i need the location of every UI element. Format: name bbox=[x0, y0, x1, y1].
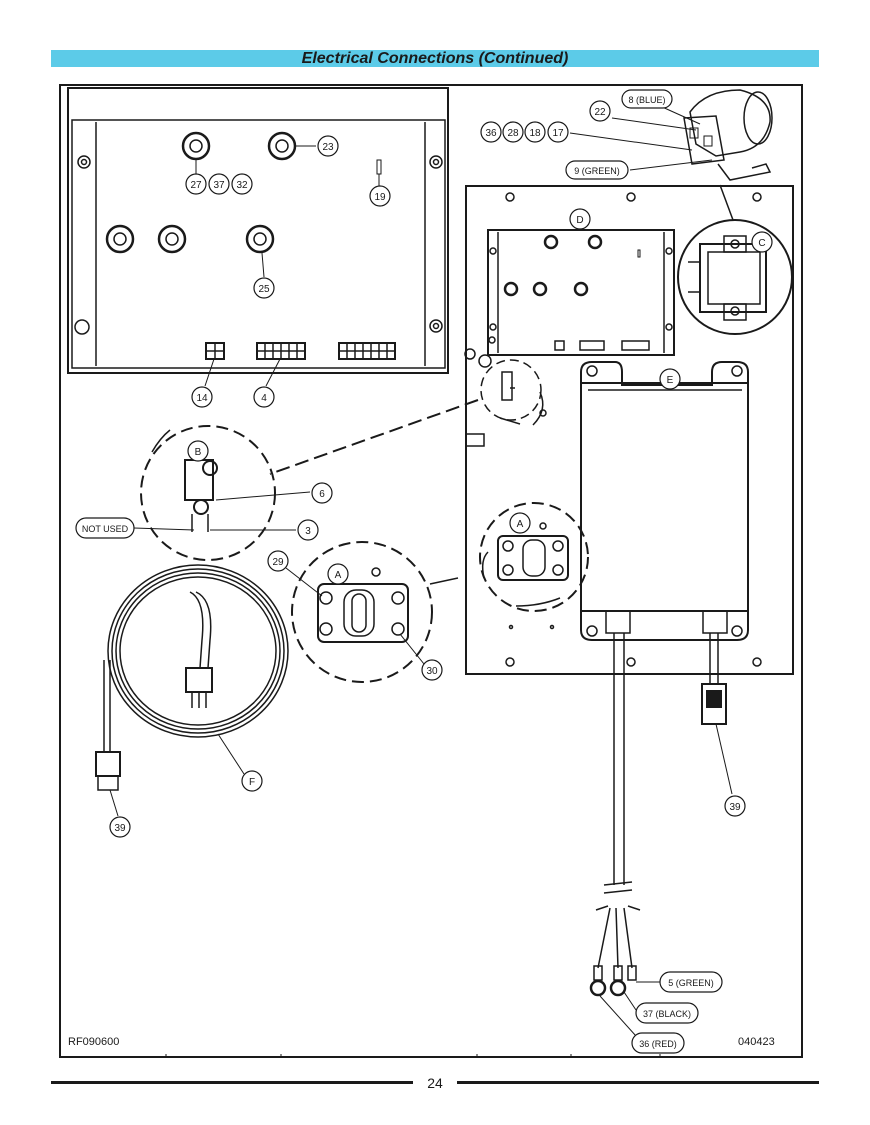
label-22: 22 bbox=[594, 107, 606, 118]
label-36-red: 36 (RED) bbox=[639, 1039, 677, 1049]
label-f: F bbox=[249, 777, 255, 788]
label-37-black: 37 (BLACK) bbox=[643, 1009, 691, 1019]
label-c: C bbox=[758, 238, 765, 249]
callout-9-green bbox=[565, 160, 629, 180]
callout-c bbox=[751, 231, 773, 253]
callout-36-red bbox=[631, 1032, 685, 1054]
label-8-blue: 8 (BLUE) bbox=[628, 95, 665, 105]
callout-27 bbox=[185, 173, 207, 195]
drawing-code-right: 040423 bbox=[738, 1036, 775, 1048]
label-36: 36 bbox=[485, 128, 497, 139]
label-4: 4 bbox=[261, 393, 267, 404]
footer-rule-left bbox=[51, 1081, 413, 1084]
callout-17 bbox=[547, 121, 569, 143]
label-27: 27 bbox=[190, 180, 202, 191]
drawing-code-left: RF090600 bbox=[68, 1036, 119, 1048]
callout-23 bbox=[317, 135, 339, 157]
callout-25 bbox=[253, 277, 275, 299]
detail-a-large bbox=[291, 541, 433, 683]
relay-part bbox=[683, 89, 773, 181]
control-panel-assembly bbox=[67, 87, 449, 374]
label-28: 28 bbox=[507, 128, 519, 139]
label-18: 18 bbox=[529, 128, 541, 139]
callout-32 bbox=[231, 173, 253, 195]
callout-not-used bbox=[75, 517, 135, 539]
label-5-green: 5 (GREEN) bbox=[668, 978, 714, 988]
right-mounting-panel bbox=[464, 185, 794, 675]
callout-28 bbox=[502, 121, 524, 143]
label-e: E bbox=[667, 375, 674, 386]
detail-b bbox=[140, 425, 276, 561]
power-cord-coil bbox=[95, 564, 289, 791]
label-39-left: 39 bbox=[114, 823, 126, 834]
callout-39-right bbox=[724, 795, 746, 817]
callout-b bbox=[187, 440, 209, 462]
callout-29 bbox=[267, 550, 289, 572]
page-number: 24 bbox=[427, 1075, 443, 1091]
callout-4 bbox=[253, 386, 275, 408]
label-37: 37 bbox=[213, 180, 225, 191]
label-29: 29 bbox=[272, 557, 284, 568]
label-25: 25 bbox=[258, 284, 270, 295]
label-30: 30 bbox=[426, 666, 438, 677]
label-17: 17 bbox=[552, 128, 564, 139]
callout-5-green bbox=[659, 971, 723, 993]
callout-6 bbox=[311, 482, 333, 504]
drawing-frame bbox=[59, 84, 803, 1058]
callout-19 bbox=[369, 185, 391, 207]
label-23: 23 bbox=[322, 142, 334, 153]
callout-a-large bbox=[327, 563, 349, 585]
title-bar: Electrical Connections (Continued) bbox=[51, 50, 819, 67]
detail-c bbox=[677, 219, 793, 335]
label-32: 32 bbox=[236, 180, 248, 191]
callout-f bbox=[241, 770, 263, 792]
callout-e bbox=[659, 368, 681, 390]
label-14: 14 bbox=[196, 393, 208, 404]
callout-37 bbox=[208, 173, 230, 195]
label-a-small: A bbox=[517, 519, 524, 530]
label-d: D bbox=[576, 215, 583, 226]
label-9-green: 9 (GREEN) bbox=[574, 166, 620, 176]
label-19: 19 bbox=[374, 192, 386, 203]
callout-36 bbox=[480, 121, 502, 143]
label-6: 6 bbox=[319, 489, 325, 500]
callout-22 bbox=[589, 100, 611, 122]
label-not-used: NOT USED bbox=[82, 524, 129, 534]
callout-3 bbox=[297, 519, 319, 541]
callout-a-small bbox=[509, 512, 531, 534]
callout-8-blue bbox=[621, 89, 673, 109]
label-a-large: A bbox=[335, 570, 342, 581]
label-b: B bbox=[195, 447, 202, 458]
callout-18 bbox=[524, 121, 546, 143]
label-3: 3 bbox=[305, 526, 311, 537]
callout-30 bbox=[421, 659, 443, 681]
output-cords bbox=[589, 633, 733, 1037]
callout-37-black bbox=[635, 1002, 699, 1024]
callout-d bbox=[569, 208, 591, 230]
footer-rule-right bbox=[457, 1081, 819, 1084]
callout-14 bbox=[191, 386, 213, 408]
detail-a-small bbox=[479, 502, 589, 612]
label-39-right: 39 bbox=[729, 802, 741, 813]
callout-39-left bbox=[109, 816, 131, 838]
page-title: Electrical Connections (Continued) bbox=[301, 50, 569, 67]
